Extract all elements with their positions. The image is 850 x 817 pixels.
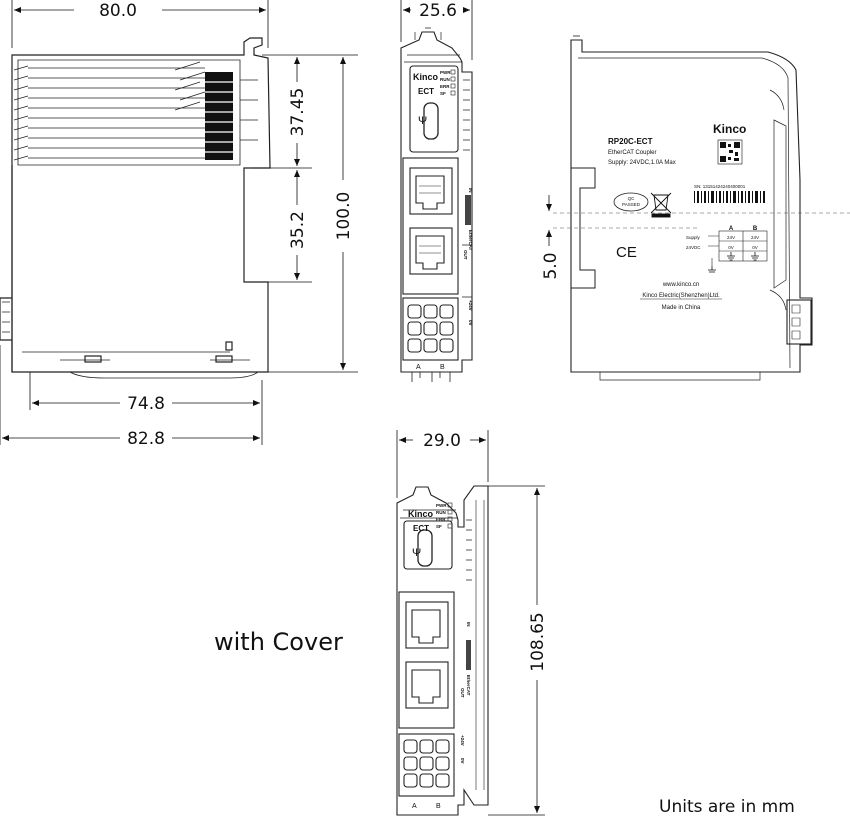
led-run-label: RUN (440, 77, 450, 82)
dim-lower-height: 35.2 (288, 211, 308, 249)
dim-front-width: 25.6 (419, 1, 457, 21)
cover-port-in-label: IN (466, 622, 471, 627)
dim-total-height: 100.0 (334, 192, 354, 241)
cover-led-err-label: ERR (436, 517, 446, 522)
label-made-in: Made in China (662, 305, 701, 311)
units-caption: Units are in mm (659, 797, 795, 817)
label-side-view (570, 35, 813, 381)
dim-bottom-inner-width: 74.8 (127, 394, 165, 414)
front-dimensions (400, 0, 473, 60)
cover-port-out-label: OUT (460, 688, 465, 698)
cover-led-run-label: RUN (436, 510, 446, 515)
front-leds (450, 69, 456, 96)
dim-bottom-total-width: 82.8 (127, 429, 165, 449)
cover-terminal-b-label: B (436, 803, 441, 810)
cover-terminal-24v-label: +24V (460, 735, 465, 746)
table-header-b: B (753, 226, 758, 232)
cover-led-sf-label: SF (436, 524, 442, 529)
cover-type-label: ECT (413, 524, 429, 533)
led-pwr-label: PWR (440, 70, 451, 75)
front-brand-logo: Kinco (413, 72, 439, 82)
supply-label: Supply (686, 235, 701, 240)
usb-icon: Ψ (418, 115, 427, 127)
qc-line2: PASSED (622, 202, 641, 207)
cover-led-pwr-label: PWR (436, 503, 447, 508)
cover-port-logo-label: EtherCAT (466, 675, 471, 696)
side-view (0, 37, 271, 379)
dim-cover-height: 108.65 (528, 612, 548, 671)
front-view (400, 27, 473, 382)
cover-terminal-0v-label: 0V (460, 758, 465, 764)
dim-upper-height: 37.45 (288, 88, 308, 137)
port-out-label: OUT (463, 250, 468, 260)
qc-passed-badge (613, 192, 649, 212)
table-row2-a: 0V (728, 245, 734, 250)
table-row1-a: 24V (727, 235, 735, 240)
supply-table (708, 230, 768, 266)
weee-bin-icon (650, 192, 672, 218)
cover-dimensions (396, 430, 545, 816)
qc-line1: QC (628, 196, 636, 201)
table-row1-b: 24V (751, 235, 759, 240)
cover-view (396, 485, 489, 816)
terminal-24v-label: +24V (468, 300, 473, 311)
supply-voltage: 24VDC (686, 245, 701, 250)
cover-terminal-a-label: A (412, 803, 417, 810)
qr-code-icon (717, 139, 743, 165)
port-logo-label: EtherCAT (468, 230, 473, 251)
label-model: RP20C-ECT (608, 137, 653, 146)
with-cover-caption: with Cover (214, 628, 343, 656)
label-description: EtherCAT Coupler (608, 150, 656, 156)
ce-mark: CE (616, 244, 637, 261)
front-type-label: ECT (418, 87, 434, 96)
table-row2-b: 0V (752, 245, 758, 250)
ground-icons (708, 252, 759, 273)
barcode-icon (694, 191, 765, 203)
side-dimensions (0, 0, 358, 445)
led-err-label: ERR (440, 84, 450, 89)
cover-usb-icon: Ψ (412, 547, 421, 559)
label-supply: Supply: 24VDC,1.0A Max (608, 160, 676, 166)
dim-cover-width: 29.0 (423, 431, 461, 451)
terminal-a-label: A (416, 364, 421, 371)
dim-side-width: 80.0 (99, 1, 137, 21)
rail-reference-lines (553, 212, 850, 229)
cover-leds (447, 502, 453, 529)
terminal-b-label: B (440, 364, 445, 371)
label-company: Kinco Electric(Shenzhen)Ltd. (642, 293, 720, 299)
terminal-0v-label: 0V (468, 320, 473, 326)
table-header-a: A (729, 226, 734, 232)
label-serial: SN: 13151424240400001 (694, 184, 746, 189)
port-in-label: IN (468, 188, 473, 193)
label-website: www.kinco.cn (662, 282, 699, 288)
led-sf-label: SF (440, 91, 446, 96)
dim-rail-offset: 5.0 (541, 252, 561, 279)
label-brand: Kinco (713, 122, 746, 136)
cover-brand-logo: Kinco (408, 509, 434, 519)
